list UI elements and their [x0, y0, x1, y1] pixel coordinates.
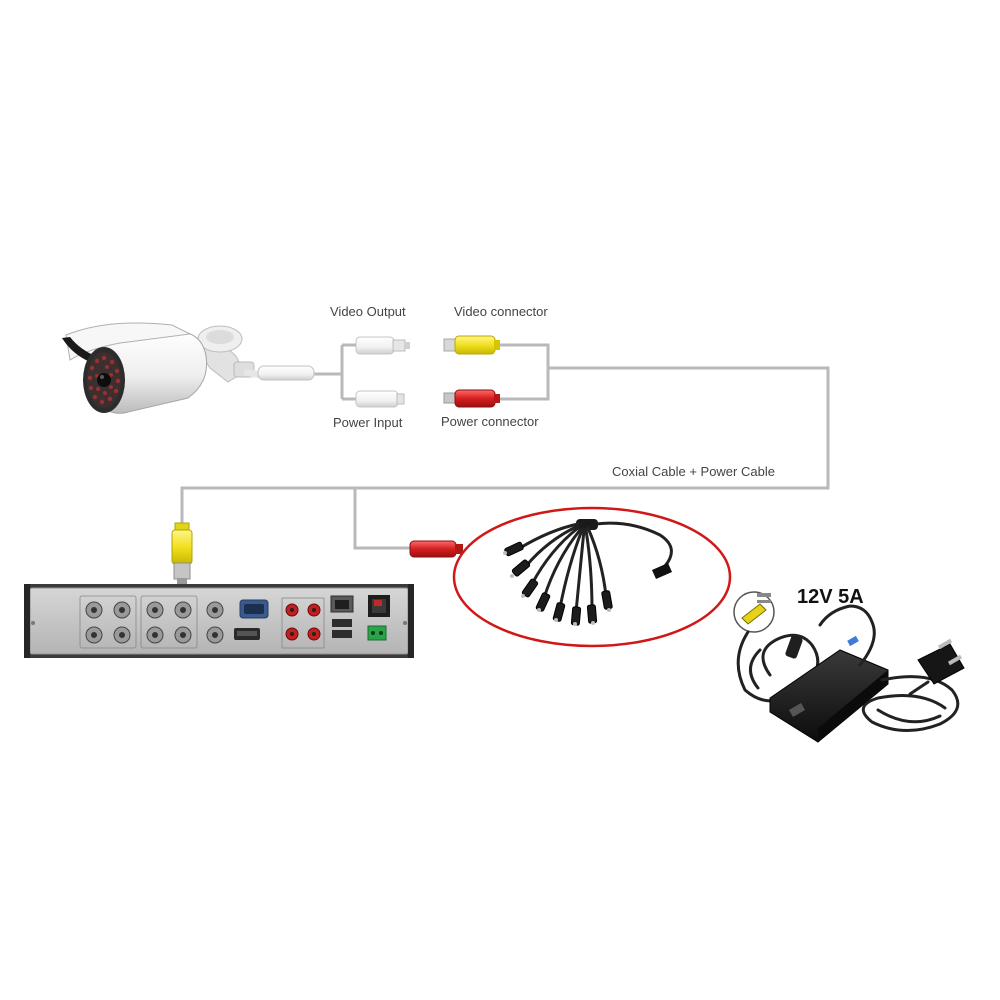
- audio-ports: [281, 597, 325, 649]
- dvr-recorder-icon: [24, 584, 414, 658]
- video-in-group-1: [79, 595, 137, 649]
- bnc-connector-icon: [171, 522, 193, 584]
- power-connector-label: Power connector: [441, 414, 539, 429]
- power-connector: [443, 389, 500, 408]
- rca-connector-icon: [409, 540, 463, 558]
- highlight-ellipse: [452, 506, 732, 648]
- hdmi-port: [234, 628, 260, 640]
- video-in-group-2: [140, 595, 198, 649]
- cable-label: Coxial Cable + Power Cable: [612, 464, 775, 479]
- power-input-connector: [355, 390, 405, 408]
- video-output-label: Video Output: [330, 304, 406, 319]
- adapter-rating-label: 12V 5A: [797, 586, 864, 608]
- video-out-ports: [206, 601, 224, 644]
- power-input-label: Power Input: [333, 415, 403, 430]
- cables: [180, 343, 830, 550]
- lan-usb-ports: [330, 595, 354, 638]
- power-plug-icon: [908, 638, 965, 696]
- power-switch-and-dc-in: [367, 595, 390, 641]
- power-adapter-icon: [733, 591, 960, 743]
- video-connector-label: Video connector: [454, 304, 548, 319]
- video-connector: [443, 335, 500, 355]
- dc-power-splitter-icon: [503, 519, 673, 626]
- bullet-camera-icon: [62, 322, 315, 414]
- vga-port: [239, 599, 269, 619]
- video-output-connector: [355, 336, 410, 355]
